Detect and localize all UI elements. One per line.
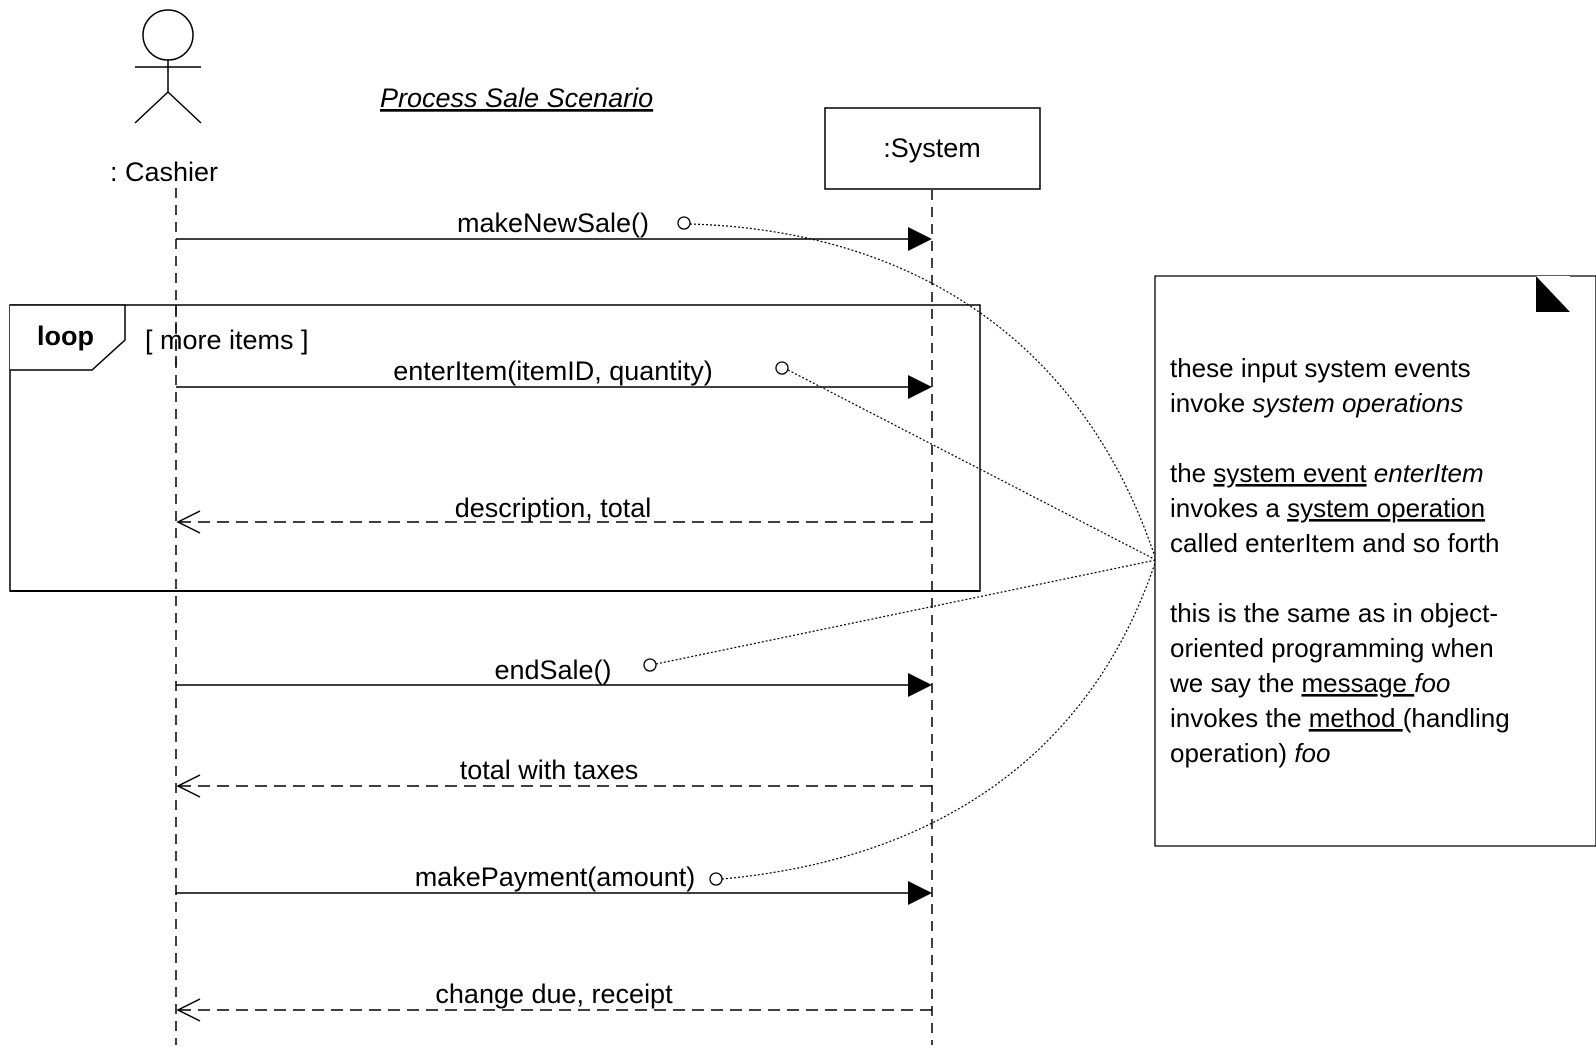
system-label: :System bbox=[883, 133, 981, 163]
note-box bbox=[1154, 275, 1596, 847]
message-label: change due, receipt bbox=[435, 979, 673, 1009]
message-label: makeNewSale() bbox=[457, 208, 649, 238]
message-label: makePayment(amount) bbox=[415, 862, 696, 892]
note-text: the system event enterItem bbox=[1170, 458, 1484, 488]
note-text: invokes a system operation bbox=[1170, 493, 1485, 523]
diagram-title: Process Sale Scenario bbox=[380, 83, 653, 113]
message-label: endSale() bbox=[494, 655, 611, 685]
note-text: invoke system operations bbox=[1170, 388, 1463, 418]
note-text: invokes the method (handling bbox=[1170, 703, 1510, 733]
message-label: description, total bbox=[455, 493, 652, 523]
loop-keyword: loop bbox=[37, 321, 94, 351]
cashier-actor-icon bbox=[134, 9, 202, 124]
system-lifeline-head: :System bbox=[824, 107, 1041, 190]
message-description-total: description, total bbox=[176, 493, 932, 534]
note-text: these input system events bbox=[1170, 353, 1471, 383]
message-total-with-taxes: total with taxes bbox=[176, 755, 932, 798]
cashier-label: : Cashier bbox=[110, 157, 218, 187]
note-text: called enterItem and so forth bbox=[1170, 528, 1500, 558]
note-text: this is the same as in object- bbox=[1170, 598, 1498, 628]
message-end-sale: endSale() bbox=[176, 655, 932, 697]
loop-frame: loop [ more items ] bbox=[9, 304, 981, 592]
message-enter-item: enterItem(itemID, quantity) bbox=[176, 356, 932, 399]
loop-guard: [ more items ] bbox=[145, 325, 309, 355]
note-text: oriented programming when bbox=[1170, 633, 1494, 663]
note-text: we say the message foo bbox=[1169, 668, 1450, 698]
message-make-payment: makePayment(amount) bbox=[176, 862, 932, 905]
message-label: enterItem(itemID, quantity) bbox=[393, 356, 713, 386]
note-text: operation) foo bbox=[1170, 738, 1330, 768]
note-connectors bbox=[655, 223, 1157, 880]
message-change-due-receipt: change due, receipt bbox=[176, 979, 932, 1022]
message-label: total with taxes bbox=[460, 755, 639, 785]
message-make-new-sale: makeNewSale() bbox=[176, 208, 932, 251]
